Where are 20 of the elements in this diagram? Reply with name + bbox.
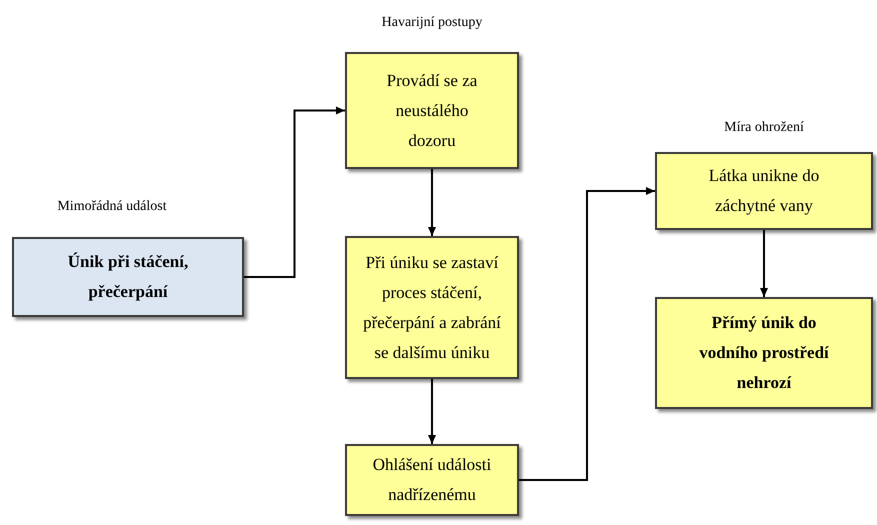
process-box: [655, 152, 873, 230]
process-box: [345, 236, 519, 379]
box-text: Provádí se za neustálého dozoru: [386, 70, 478, 152]
arrow: [428, 379, 436, 444]
process-box: [345, 444, 519, 516]
arrow: [428, 169, 436, 236]
group-heading: Havarijní postupy: [380, 14, 484, 32]
group-heading: Mimořádná událost: [56, 198, 168, 216]
box-text: Únik při stáčení, přečerpání: [66, 251, 190, 303]
arrow: [244, 106, 345, 278]
process-box: [345, 52, 519, 169]
box-text: Při úniku se zastaví proces stáčení, přečerpání a zabrání se dalšímu úniku: [362, 252, 502, 364]
box-text: Látka unikne do záchytné vany: [708, 165, 820, 217]
box-text: Přímý únik do vodního prostředí nehrozí: [698, 312, 830, 394]
box-text: Ohlášení události nadřízenému: [372, 454, 492, 506]
process-box: [655, 297, 873, 409]
group-heading: Míra ohrožení: [723, 119, 805, 137]
arrow: [760, 230, 768, 297]
arrow: [519, 187, 655, 481]
process-box: [12, 237, 244, 317]
